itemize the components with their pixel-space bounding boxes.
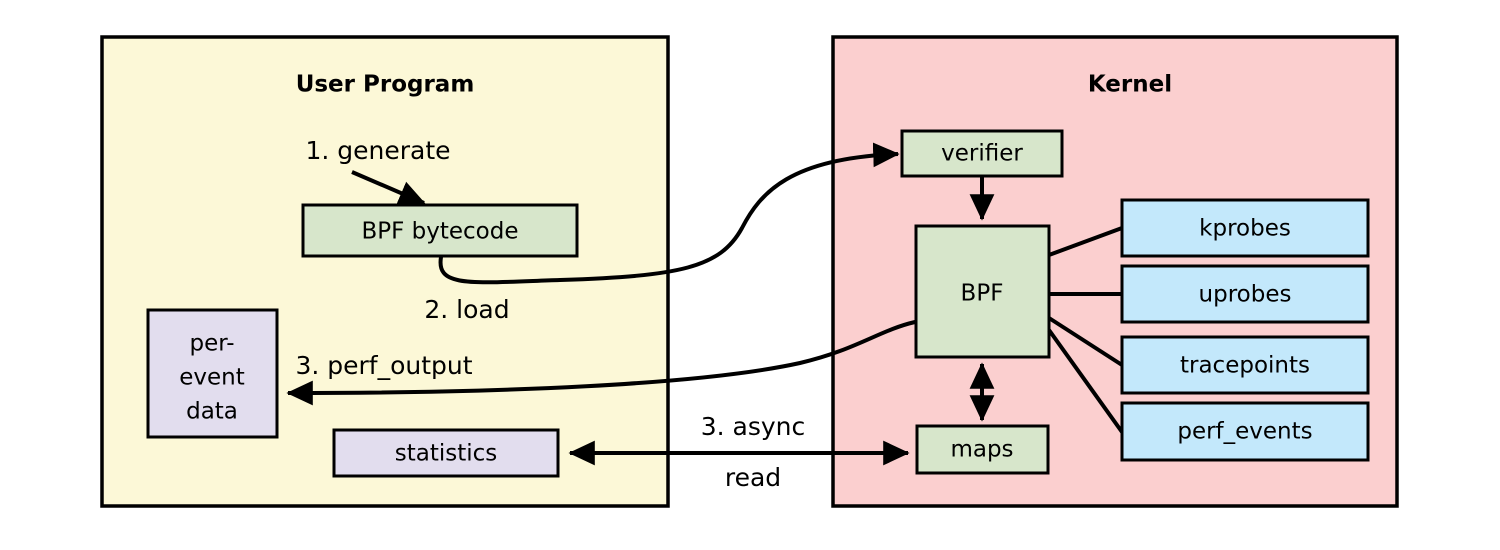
- node-tracepoints-label: tracepoints: [1180, 353, 1310, 379]
- node-bpf: [914, 224, 1051, 359]
- node-kprobes: [1120, 198, 1370, 258]
- kernel-panel-title: Kernel: [1088, 72, 1172, 98]
- line-bpf-to-tracepoints: [1047, 316, 1124, 367]
- node-per-event-data: [146, 308, 279, 439]
- arrow-load: [438, 142, 900, 285]
- node-kprobes-label: kprobes: [1199, 216, 1291, 242]
- edge-label-load: 2. load: [424, 295, 509, 324]
- node-statistics-label: statistics: [395, 441, 498, 467]
- node-maps-label: maps: [950, 437, 1013, 463]
- node-bpf-bytecode-label: BPF bytecode: [361, 219, 518, 245]
- edge-label-generate: 1. generate: [305, 136, 450, 165]
- line-bpf-to-kprobes: [1048, 226, 1123, 257]
- arrow-perf-output: [286, 320, 916, 406]
- arrow-generate: [351, 170, 426, 205]
- node-per-event-data-label-line1: per-: [189, 331, 234, 357]
- edge-label-perf-output: 3. perf_output: [295, 351, 472, 380]
- node-uprobes: [1120, 264, 1370, 324]
- node-verifier-label: verifier: [941, 141, 1023, 167]
- node-tracepoints: [1120, 335, 1370, 395]
- line-bpf-to-perf-events: [1047, 328, 1124, 434]
- user-program-panel-title: User Program: [296, 72, 475, 98]
- node-uprobes-label: uprobes: [1199, 282, 1292, 308]
- node-verifier: [900, 129, 1064, 178]
- node-bpf-bytecode: [301, 203, 579, 258]
- node-maps: [915, 424, 1050, 475]
- edge-label-async-read-line2: read: [725, 463, 781, 492]
- edge-label-async-read-line1: 3. async: [701, 412, 806, 441]
- node-perf-events-label: perf_events: [1177, 419, 1312, 445]
- node-per-event-data-label-line3: data: [186, 399, 238, 425]
- node-bpf-label: BPF: [961, 281, 1004, 307]
- node-statistics: [332, 428, 560, 478]
- node-perf-events: [1120, 401, 1370, 462]
- node-per-event-data-label-line2: event: [179, 365, 245, 391]
